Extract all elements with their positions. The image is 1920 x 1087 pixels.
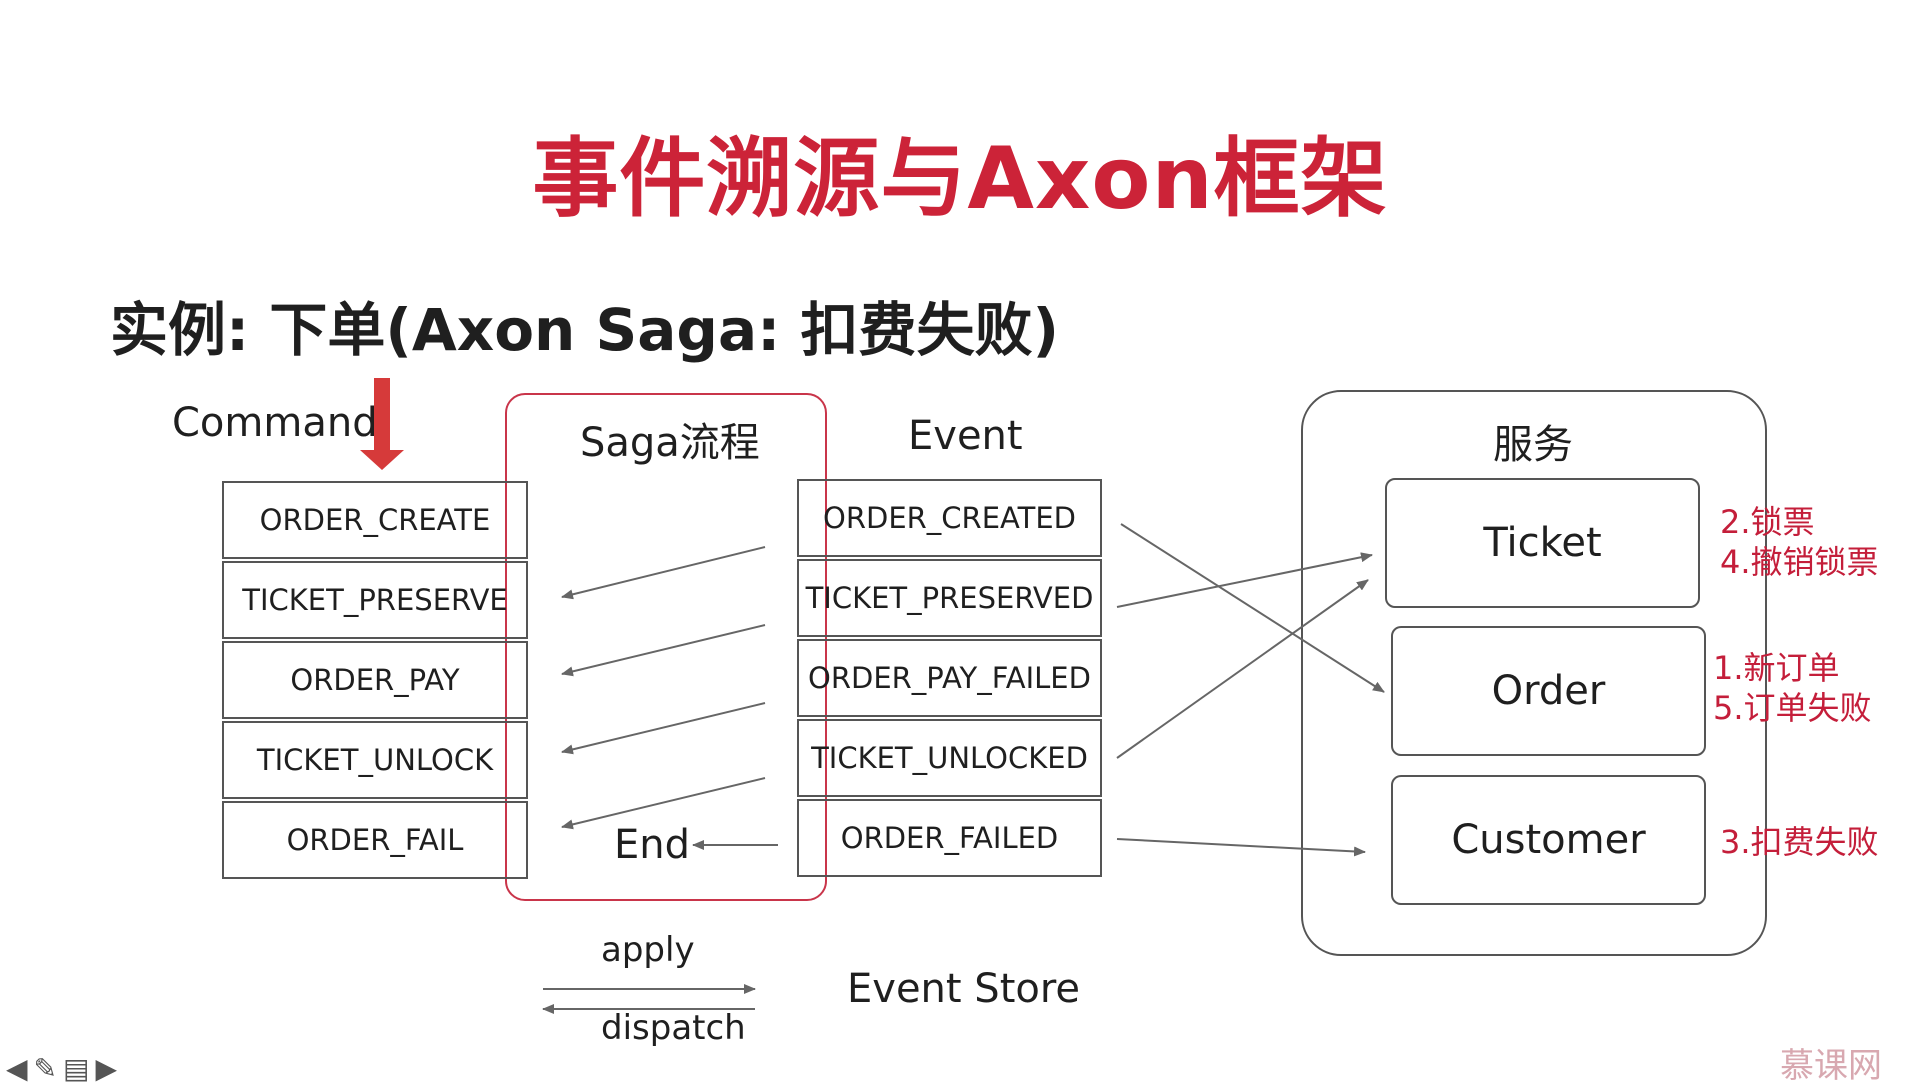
command-label: ORDER_CREATE	[259, 503, 491, 537]
service-customer: Customer	[1391, 775, 1706, 905]
service-label: Order	[1491, 668, 1606, 714]
slide-toolbar: ◀ ✎ ▤ ▶	[6, 1055, 117, 1083]
command-label: ORDER_PAY	[290, 663, 460, 697]
note-line: 3.扣费失败	[1720, 823, 1879, 861]
services-container	[1301, 390, 1767, 956]
command-label: TICKET_UNLOCK	[256, 743, 494, 777]
saga-arrow-3	[561, 702, 766, 755]
command-header: Command	[172, 400, 378, 446]
saga-end-label: End	[614, 822, 691, 868]
event-to-ticket-arrow-2	[1116, 579, 1369, 759]
dispatch-label: dispatch	[601, 1008, 746, 1048]
command-label: TICKET_PRESERVE	[242, 583, 508, 617]
services-header: 服务	[1493, 422, 1573, 468]
pen-icon[interactable]: ✎	[33, 1052, 58, 1085]
event-box-order-created: ORDER_CREATED	[797, 479, 1102, 557]
next-icon[interactable]: ▶	[95, 1052, 118, 1085]
ticket-notes: 2.锁票 4.撤销锁票	[1720, 502, 1879, 582]
watermark-logo: 慕课网	[1780, 1046, 1882, 1086]
saga-arrow-1	[561, 546, 766, 600]
slide-subtitle: 实例: 下单(Axon Saga: 扣费失败)	[110, 296, 1059, 364]
event-box-order-failed: ORDER_FAILED	[797, 799, 1102, 877]
event-to-order-arrow	[1120, 523, 1385, 693]
event-label: ORDER_FAILED	[840, 821, 1059, 855]
event-store-label: Event Store	[847, 966, 1081, 1012]
command-box-order-pay: ORDER_PAY	[222, 641, 528, 719]
event-label: TICKET_PRESERVED	[805, 581, 1094, 615]
command-box-order-fail: ORDER_FAIL	[222, 801, 528, 879]
event-box-ticket-preserved: TICKET_PRESERVED	[797, 559, 1102, 637]
event-to-ticket-arrow-1	[1116, 552, 1373, 608]
event-label: TICKET_UNLOCKED	[811, 741, 1088, 775]
event-box-ticket-unlocked: TICKET_UNLOCKED	[797, 719, 1102, 797]
order-notes: 1.新订单 5.订单失败	[1713, 648, 1872, 728]
service-label: Ticket	[1483, 520, 1602, 566]
saga-arrow-4	[561, 777, 766, 830]
event-label: ORDER_PAY_FAILED	[808, 661, 1091, 695]
prev-icon[interactable]: ◀	[6, 1052, 28, 1085]
command-box-ticket-unlock: TICKET_UNLOCK	[222, 721, 528, 799]
saga-frame	[505, 393, 827, 901]
saga-header: Saga流程	[580, 420, 760, 466]
customer-notes: 3.扣费失败	[1720, 822, 1879, 862]
note-line: 2.锁票	[1720, 503, 1815, 541]
event-to-customer-arrow	[1116, 838, 1366, 857]
event-label: ORDER_CREATED	[823, 501, 1076, 535]
event-box-order-pay-failed: ORDER_PAY_FAILED	[797, 639, 1102, 717]
event-header: Event	[908, 413, 1023, 459]
note-line: 4.撤销锁票	[1720, 543, 1879, 581]
command-box-ticket-preserve: TICKET_PRESERVE	[222, 561, 528, 639]
saga-arrow-2	[561, 624, 766, 677]
slide-title: 事件溯源与Axon框架	[532, 129, 1388, 229]
apply-label: apply	[601, 930, 695, 970]
service-ticket: Ticket	[1385, 478, 1700, 608]
command-box-order-create: ORDER_CREATE	[222, 481, 528, 559]
note-line: 1.新订单	[1713, 649, 1840, 687]
command-label: ORDER_FAIL	[286, 823, 464, 857]
service-label: Customer	[1451, 817, 1646, 863]
note-line: 5.订单失败	[1713, 689, 1872, 727]
service-order: Order	[1391, 626, 1706, 756]
menu-icon[interactable]: ▤	[63, 1052, 90, 1085]
